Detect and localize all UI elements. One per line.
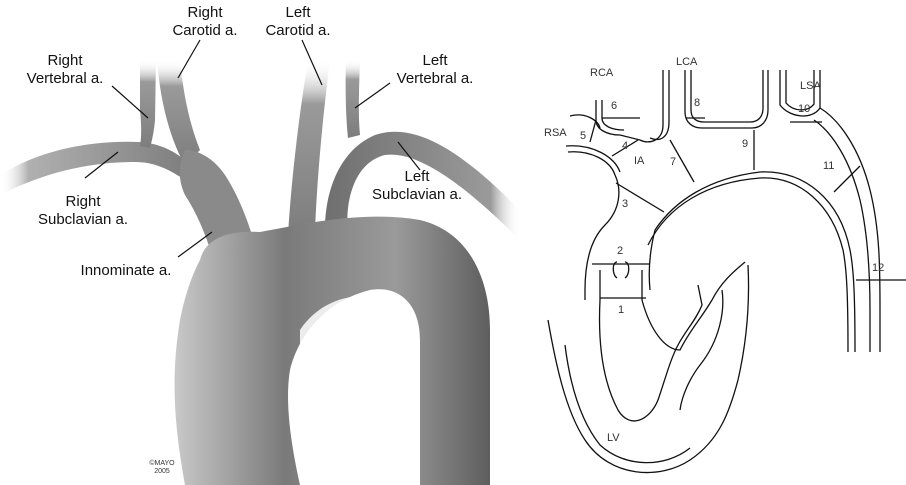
measure-5: 5: [580, 130, 586, 142]
arch-outer-wall: [820, 108, 880, 352]
arch-outer-wall-inner: [814, 120, 870, 352]
left-vertebral-artery: [346, 60, 360, 138]
lca-wall-left-inner: [650, 70, 669, 139]
measure-1: 1: [618, 304, 624, 316]
label-innominate: Innominate a.: [70, 262, 182, 280]
label-left-vertebral-line1: Left: [385, 52, 485, 70]
measure-2: 2: [617, 245, 623, 257]
label-right-subclavian-line2: Subclavian a.: [28, 211, 138, 229]
label-left-carotid: Left Carotid a.: [263, 4, 333, 40]
label-left-carotid-line1: Left: [263, 4, 333, 22]
label-left-vertebral-line2: Vertebral a.: [385, 70, 485, 88]
label-ia: IA: [634, 155, 644, 167]
ascending-right-wall: [649, 230, 655, 290]
copyright-line1: ©MAYO: [142, 460, 182, 468]
measure-12: 12: [872, 262, 884, 274]
label-lsa: LSA: [800, 80, 821, 92]
measure-8: 8: [694, 97, 700, 109]
left-carotid-artery: [288, 60, 330, 235]
lv-cavity: [600, 285, 702, 421]
measure-7: 7: [670, 156, 676, 168]
measure-10: 10: [798, 103, 810, 115]
label-left-subclavian-line2: Subclavian a.: [362, 186, 472, 204]
right-carotid-leader: [178, 40, 200, 78]
arch-inner-wall: [655, 172, 855, 352]
lca-wall-left-outer: [640, 70, 663, 142]
label-right-carotid: Right Carotid a.: [170, 4, 240, 40]
measure-3: 3: [622, 198, 628, 210]
label-left-carotid-line2: Carotid a.: [263, 22, 333, 40]
label-left-subclavian-line1: Left: [362, 168, 472, 186]
septum-line: [642, 262, 745, 350]
label-lv: LV: [607, 432, 620, 444]
measure-4: 4: [622, 140, 628, 152]
measure-9: 9: [742, 138, 748, 150]
label-rca: RCA: [590, 67, 613, 79]
heart-outer-wall: [548, 265, 749, 473]
measure-11: 11: [823, 160, 834, 172]
label-right-subclavian: Right Subclavian a.: [28, 193, 138, 229]
copyright-line2: 2005: [142, 468, 182, 476]
label-left-subclavian: Left Subclavian a.: [362, 168, 472, 204]
lca-wall-right-inner: [691, 70, 763, 122]
label-right-carotid-line1: Right: [170, 4, 240, 22]
label-lca: LCA: [676, 56, 697, 68]
label-left-vertebral: Left Vertebral a.: [385, 52, 485, 88]
measure-6: 6: [611, 100, 617, 112]
valve-annulus: [600, 270, 642, 300]
rsa-wall-lower: [568, 152, 615, 175]
right-vertebral-artery: [140, 60, 156, 148]
label-right-carotid-line2: Carotid a.: [170, 22, 240, 40]
arrow-5: [590, 120, 596, 142]
label-right-subclavian-line1: Right: [28, 193, 138, 211]
heart-inner-wall: [565, 345, 690, 463]
label-right-vertebral-line1: Right: [15, 52, 115, 70]
label-right-vertebral-line2: Vertebral a.: [15, 70, 115, 88]
right-subclavian-artery: [0, 142, 190, 195]
label-rsa: RSA: [544, 127, 567, 139]
label-right-vertebral: Right Vertebral a.: [15, 52, 115, 88]
copyright-mark: ©MAYO 2005: [142, 460, 182, 476]
ascending-left-wall: [585, 175, 619, 300]
arch-line-diagram: [548, 70, 880, 473]
aortic-arch: [175, 217, 490, 485]
